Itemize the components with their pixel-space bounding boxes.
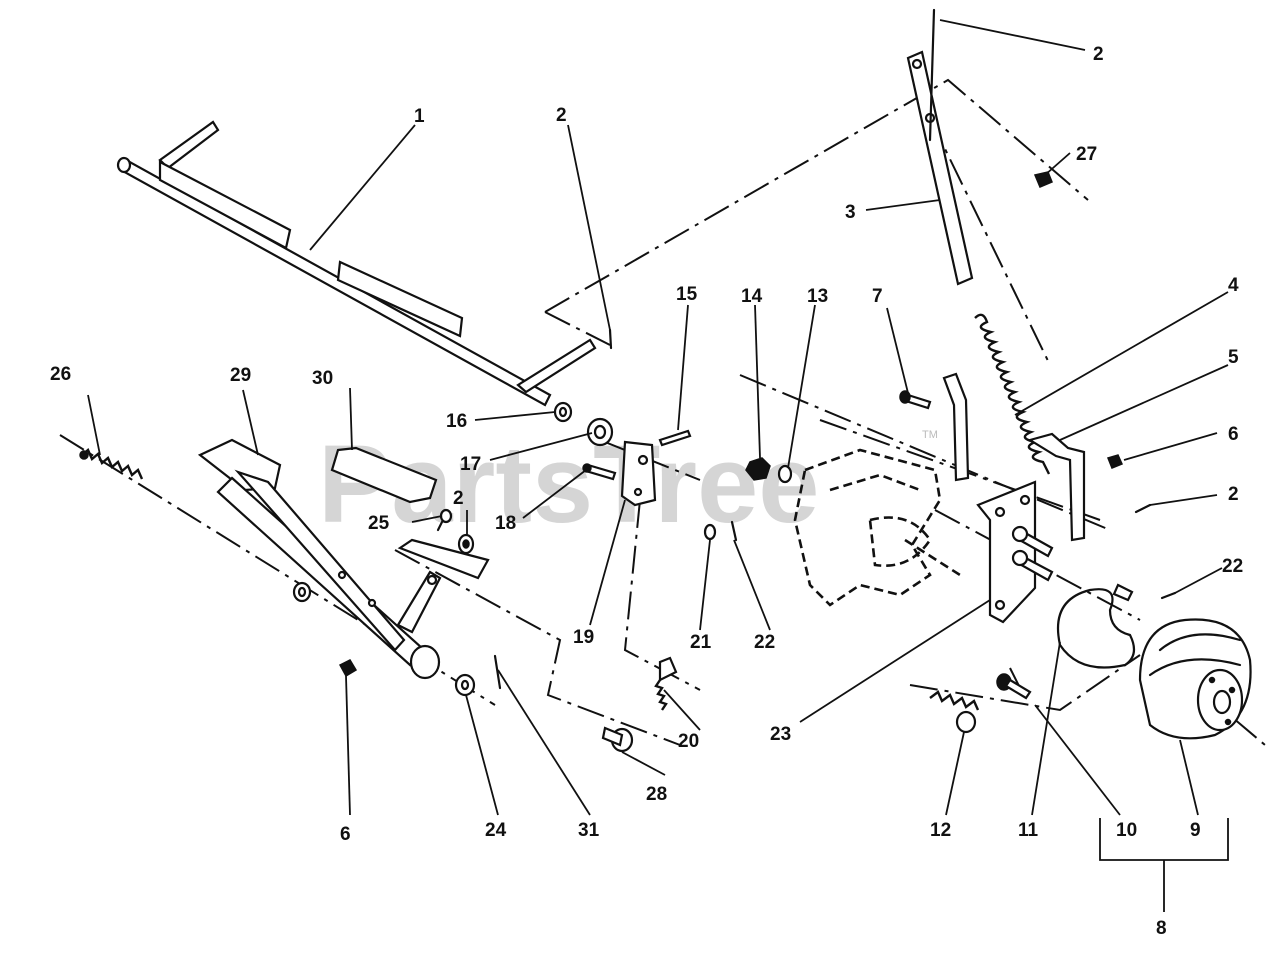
callout-10: 10 — [1116, 820, 1137, 841]
cotter-pin-2-mid — [608, 328, 613, 350]
callout-2: 2 — [1093, 44, 1104, 65]
assembly-center-lines — [59, 78, 1266, 746]
decal-plate — [397, 538, 490, 580]
control-rod — [906, 50, 974, 286]
pin-31 — [493, 654, 502, 690]
lever-19 — [620, 440, 657, 507]
washer-21 — [703, 523, 717, 541]
nut-27 — [1033, 171, 1053, 188]
callout-23: 23 — [770, 724, 791, 745]
callout-26: 26 — [50, 364, 71, 385]
brake-band — [1056, 583, 1136, 669]
brake-pedal-arm — [197, 438, 442, 680]
callout-25: 25 — [368, 513, 390, 534]
pedal-pad — [330, 446, 438, 504]
hardware-6-right — [1106, 454, 1124, 469]
washer-13 — [777, 464, 793, 484]
bushing-17 — [586, 417, 614, 447]
clevis-20 — [654, 656, 678, 711]
bracket-left — [942, 372, 970, 482]
callout-9: 9 — [1190, 820, 1201, 841]
clutch-pulley — [1138, 618, 1252, 740]
callout-19: 19 — [573, 627, 594, 648]
callout-4: 4 — [1228, 275, 1239, 296]
cotter-pin-2-top — [928, 8, 936, 142]
callout-14: 14 — [741, 286, 763, 307]
callout-15: 15 — [676, 284, 698, 305]
pedal-shaft — [116, 120, 597, 407]
callout-29: 29 — [230, 365, 251, 386]
transaxle-housing — [793, 448, 961, 607]
callout-18: 18 — [495, 513, 516, 534]
bolt-6-left — [338, 659, 358, 678]
callout-8: 8 — [1156, 918, 1167, 939]
callout-7: 7 — [872, 286, 883, 307]
callout-6: 6 — [1228, 424, 1239, 445]
callout-12: 12 — [930, 820, 951, 841]
callout-6: 6 — [340, 824, 351, 845]
callout-21: 21 — [690, 632, 712, 653]
pin-2-right — [1134, 503, 1152, 514]
callout-13: 13 — [807, 286, 828, 307]
leader-lines — [87, 19, 1229, 912]
watermark-trademark: TM — [922, 429, 938, 441]
bolt-12 — [929, 690, 980, 734]
callout-2: 2 — [453, 488, 464, 509]
callout-17: 17 — [460, 454, 481, 475]
bolt-10 — [996, 673, 1032, 700]
bracket-right — [1027, 432, 1086, 542]
callout-2: 2 — [1228, 484, 1239, 505]
nut-14 — [745, 457, 771, 481]
callout-5: 5 — [1228, 347, 1239, 368]
callout-labels: 1 2 2 2 2 3 4 5 6 6 7 8 9 10 11 12 13 14… — [50, 44, 1243, 939]
pin-22b — [1160, 591, 1177, 600]
callout-16: 16 — [446, 411, 467, 432]
callout-24: 24 — [485, 820, 507, 841]
washer-2-pedal — [457, 533, 475, 555]
washer-24 — [454, 673, 476, 697]
callout-27: 27 — [1076, 144, 1097, 165]
hardware-spring-26 — [79, 448, 144, 480]
mounting-plate — [976, 480, 1054, 624]
pin-22a — [730, 520, 738, 542]
callout-1: 1 — [414, 106, 425, 127]
callout-20: 20 — [678, 731, 699, 752]
callout-28: 28 — [646, 784, 667, 805]
callout-2: 2 — [556, 105, 567, 126]
callout-22: 22 — [754, 632, 775, 653]
callout-11: 11 — [1018, 820, 1039, 841]
pin-28 — [601, 726, 634, 753]
bolt-18 — [582, 463, 617, 481]
washer-shaft — [292, 581, 312, 603]
bolt-7 — [899, 390, 932, 410]
callout-31: 31 — [578, 820, 600, 841]
pin-15 — [658, 429, 692, 447]
washer-16 — [553, 401, 573, 423]
callout-30: 30 — [312, 368, 333, 389]
extension-spring — [974, 313, 1051, 475]
callout-3: 3 — [845, 202, 856, 223]
callout-22: 22 — [1222, 556, 1243, 577]
